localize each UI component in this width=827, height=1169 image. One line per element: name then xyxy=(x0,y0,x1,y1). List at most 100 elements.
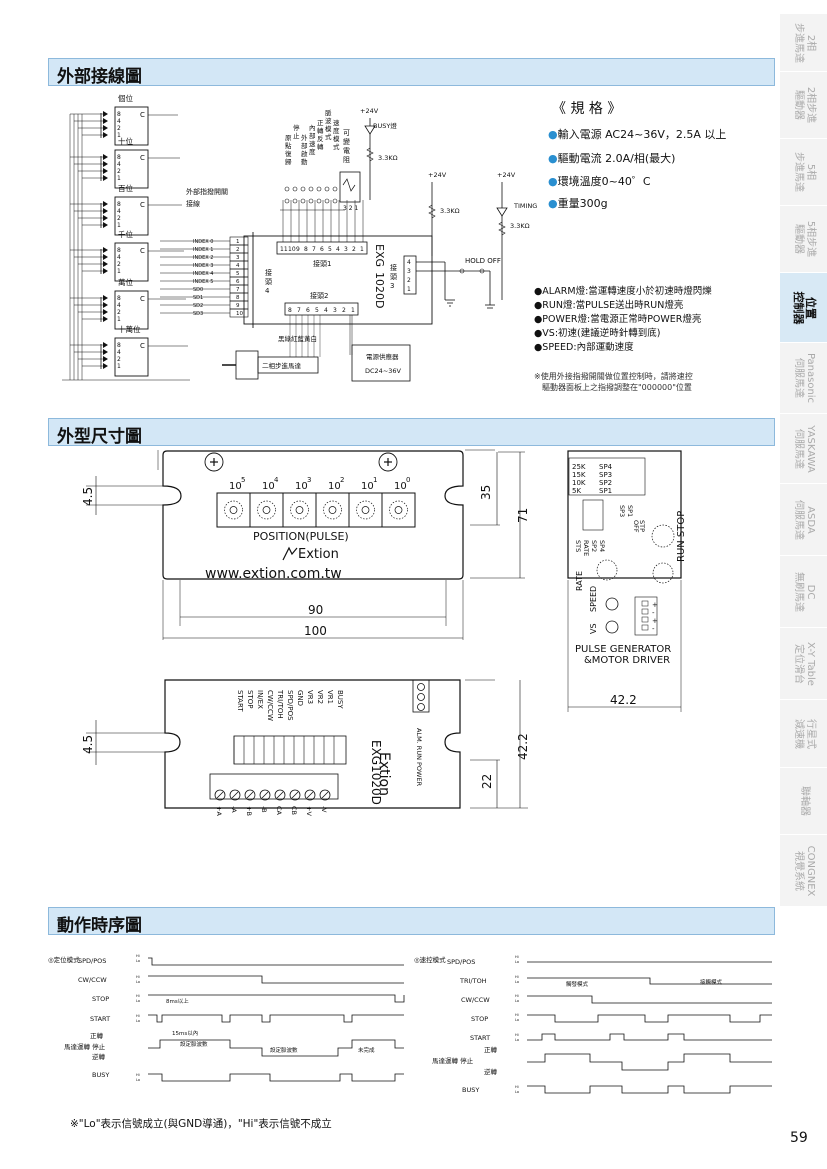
label: 2 xyxy=(352,246,356,253)
label: PULSE GENERATOR xyxy=(575,644,671,655)
box xyxy=(216,492,251,528)
diode xyxy=(103,254,108,260)
label: RATE xyxy=(582,540,590,556)
label: 觸發模式 xyxy=(566,980,589,988)
box xyxy=(282,492,317,528)
trace xyxy=(148,1039,404,1057)
label: &MOTOR DRIVER xyxy=(584,655,670,666)
label: +B xyxy=(245,806,253,816)
label: 10 xyxy=(229,481,242,492)
label: 4 xyxy=(265,287,270,295)
box xyxy=(114,196,149,236)
wire xyxy=(231,791,239,799)
label: 正 xyxy=(317,119,324,127)
side-tab-11[interactable]: 聯軸器 xyxy=(780,768,827,835)
label: 8 xyxy=(117,201,121,208)
label: GND xyxy=(296,690,304,706)
trace xyxy=(527,1085,772,1094)
label: VS xyxy=(589,623,598,634)
label: HOLD OFF xyxy=(465,257,501,265)
diode xyxy=(103,316,108,322)
label: 42.2 xyxy=(516,733,530,760)
label: 接頭2 xyxy=(310,291,328,300)
box xyxy=(284,302,359,316)
label: SD3 xyxy=(193,311,203,317)
specs-title: 《 規 格 》 xyxy=(552,101,622,117)
box xyxy=(229,252,249,262)
box xyxy=(567,450,682,579)
label: 4.5 xyxy=(81,735,95,754)
label: 6 xyxy=(306,307,310,314)
label: 模 xyxy=(325,124,332,133)
label: 接觸模式 xyxy=(700,978,723,986)
box xyxy=(348,492,383,528)
dimensions-section-title: 外型尺寸圖 xyxy=(57,427,142,447)
label: VR3 xyxy=(306,690,314,704)
label: + xyxy=(652,601,658,609)
label: EXG1020D xyxy=(369,740,383,805)
lamp-note: ●RUN燈:當PULSE送出時RUN燈亮 xyxy=(534,300,684,311)
diode xyxy=(103,295,108,301)
label: 11 xyxy=(280,246,288,253)
label: 9 xyxy=(296,246,300,253)
label: 接 xyxy=(390,263,397,272)
label: 2 xyxy=(236,247,240,253)
label: 3.3KΩ xyxy=(378,154,398,162)
side-tab-0[interactable]: 2相步進馬達 xyxy=(780,14,827,72)
diode xyxy=(103,309,108,315)
label: 3 xyxy=(344,246,348,253)
label: INDEX 4 xyxy=(193,271,213,277)
label: 馬達運轉 停止 xyxy=(64,1042,106,1051)
label: 變 xyxy=(343,137,350,146)
side-tab-10[interactable]: 行星式減速機 xyxy=(780,700,827,768)
digit-box-label: 千位 xyxy=(118,229,133,239)
label: Hi xyxy=(515,1085,519,1089)
side-tab-label: 5相步進驅動器 xyxy=(792,220,816,258)
rotary-dial xyxy=(290,500,309,520)
box xyxy=(114,290,149,330)
label: C xyxy=(140,154,145,162)
label: 4 xyxy=(407,259,411,266)
label: TRI/TOH xyxy=(459,977,487,985)
label: 外部指撥開關 xyxy=(186,187,228,196)
rotary-dial xyxy=(295,506,304,514)
diode xyxy=(103,302,108,308)
label: BUSY燈 xyxy=(373,121,397,130)
box xyxy=(114,149,149,189)
side-tab-3[interactable]: 5相步進驅動器 xyxy=(780,206,827,273)
label: 8 xyxy=(117,295,121,302)
label: C xyxy=(140,295,145,303)
switch xyxy=(332,186,338,192)
side-tab-1[interactable]: 2相步進驅動器 xyxy=(780,72,827,139)
label: 度 xyxy=(333,126,340,135)
label: 設定脈波數 xyxy=(180,1040,208,1048)
terminal-screw xyxy=(244,789,256,801)
label: 3 xyxy=(307,476,311,484)
label: 3 xyxy=(407,268,411,275)
digit-box-label: 十萬位 xyxy=(118,324,141,334)
label: SP1 xyxy=(599,487,612,495)
led-symbol xyxy=(364,125,376,135)
box xyxy=(229,300,249,310)
rotary-dial xyxy=(257,500,276,520)
label: 馬達運轉 停止 xyxy=(432,1056,474,1065)
label: 8 xyxy=(288,307,292,314)
box xyxy=(229,244,249,254)
label: Hi xyxy=(136,975,140,979)
side-tab-2[interactable]: 5相步進馬達 xyxy=(780,139,827,206)
label: 動 xyxy=(301,157,308,166)
status-led xyxy=(417,683,425,691)
side-tab-4[interactable]: 位置控制器 xyxy=(780,273,827,343)
label: 2 xyxy=(117,356,121,363)
label: Lo xyxy=(136,999,140,1003)
label: 歸 xyxy=(285,157,292,166)
mount-screw xyxy=(378,452,398,472)
